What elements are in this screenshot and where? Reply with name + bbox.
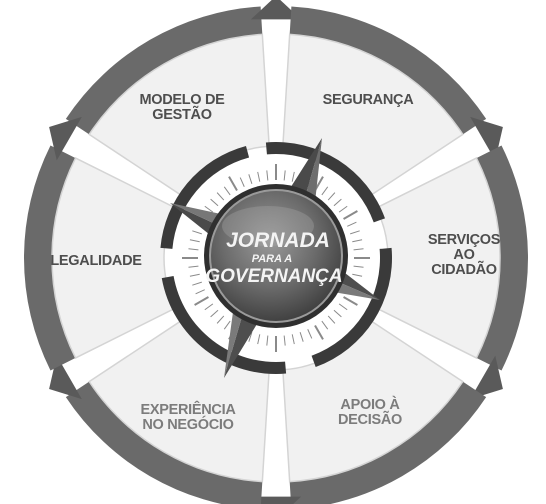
hub-title-line1: JORNADA: [226, 229, 330, 252]
tick-mark: [327, 192, 336, 201]
tick-mark: [327, 315, 336, 324]
segment-label-servicos-line2: AO: [453, 247, 474, 263]
tick-mark: [321, 320, 329, 330]
tick-mark: [353, 248, 364, 251]
segment-label-experiencia-line2: NO NEGÓCIO: [142, 415, 233, 433]
segment-label-seguranca: SEGURANÇA: [323, 92, 415, 108]
tick-mark: [216, 315, 225, 324]
outer-band-legalidade: [23, 145, 78, 371]
tick-mark: [333, 198, 342, 207]
segment-label-apoio-line1: APOIO À: [340, 396, 400, 413]
tick-mark: [347, 221, 357, 227]
inner-ring: [160, 142, 392, 374]
tick-mark: [223, 320, 231, 330]
tick-mark: [338, 303, 348, 311]
tick-mark: [228, 176, 238, 191]
tick-mark: [192, 230, 202, 235]
tick-mark: [194, 296, 209, 306]
tick-mark: [350, 230, 360, 235]
tick-mark: [338, 205, 348, 213]
tick-mark: [283, 335, 286, 346]
tick-mark: [189, 273, 200, 277]
tick-mark: [307, 329, 313, 339]
segment-legalidade: [51, 157, 177, 359]
segment-label-modelo-de-gestao-line1: MODELO DE: [139, 92, 225, 108]
segment-servicos-ao-cidadao: [375, 157, 501, 359]
tick-mark: [283, 170, 286, 181]
tick-mark: [266, 170, 269, 181]
tick-mark: [189, 239, 200, 243]
segment-label-apoio-line2: DECISÃO: [338, 410, 402, 428]
tick-mark: [239, 177, 245, 187]
tick-mark: [195, 289, 205, 295]
tick-mark: [353, 265, 364, 268]
ring-arrow-icon: [49, 116, 82, 161]
tick-mark: [210, 309, 219, 318]
segment-label-legalidade: LEGALIDADE: [50, 253, 142, 269]
tick-mark: [333, 309, 342, 318]
tick-mark: [216, 192, 225, 201]
tick-mark: [204, 205, 214, 213]
outer-band-servicos-ao-cidadao: [474, 145, 529, 371]
inner-ring-arc: [311, 247, 392, 368]
tick-mark: [204, 303, 214, 311]
tick-mark: [291, 334, 295, 345]
inner-ring-arc: [160, 145, 250, 249]
inner-ring-arc: [265, 142, 386, 223]
tick-mark: [223, 186, 231, 196]
segment-labels: MODELO DE GESTÃO SEGURANÇA SERVIÇOS AO C…: [50, 92, 501, 433]
tick-mark: [266, 335, 269, 346]
segment-label-servicos-line1: SERVIÇOS: [428, 232, 501, 248]
tick-mark: [257, 334, 261, 345]
inner-ring-arc: [161, 276, 287, 374]
tick-mark: [210, 198, 219, 207]
tick-mark: [352, 273, 363, 277]
tick-mark: [343, 210, 358, 220]
segment-label-experiencia-line1: EXPERIÊNCIA: [141, 400, 237, 418]
tick-mark: [352, 239, 363, 243]
segment-label-servicos-line3: CIDADÃO: [431, 260, 497, 278]
ring-arrow-icon: [470, 355, 503, 400]
tick-mark: [321, 186, 329, 196]
tick-mark: [314, 325, 324, 340]
tick-mark: [343, 296, 358, 306]
ring-arrow-icon: [250, 0, 302, 20]
tick-mark: [188, 248, 199, 251]
segment-label-modelo-de-gestao-line2: GESTÃO: [152, 105, 211, 123]
hub-title-line3: GOVERNANÇA: [205, 266, 342, 287]
tick-mark: [291, 171, 295, 182]
hub: JORNADA PARA A GOVERNANÇA: [204, 184, 348, 328]
tick-mark: [192, 281, 202, 286]
ring-arrow-icon: [250, 496, 302, 504]
tick-mark: [257, 171, 261, 182]
tick-mark: [248, 332, 253, 342]
tick-mark: [248, 174, 253, 184]
tick-mark: [299, 332, 304, 342]
tick-mark: [188, 265, 199, 268]
hub-title-line2: PARA A: [252, 253, 293, 265]
